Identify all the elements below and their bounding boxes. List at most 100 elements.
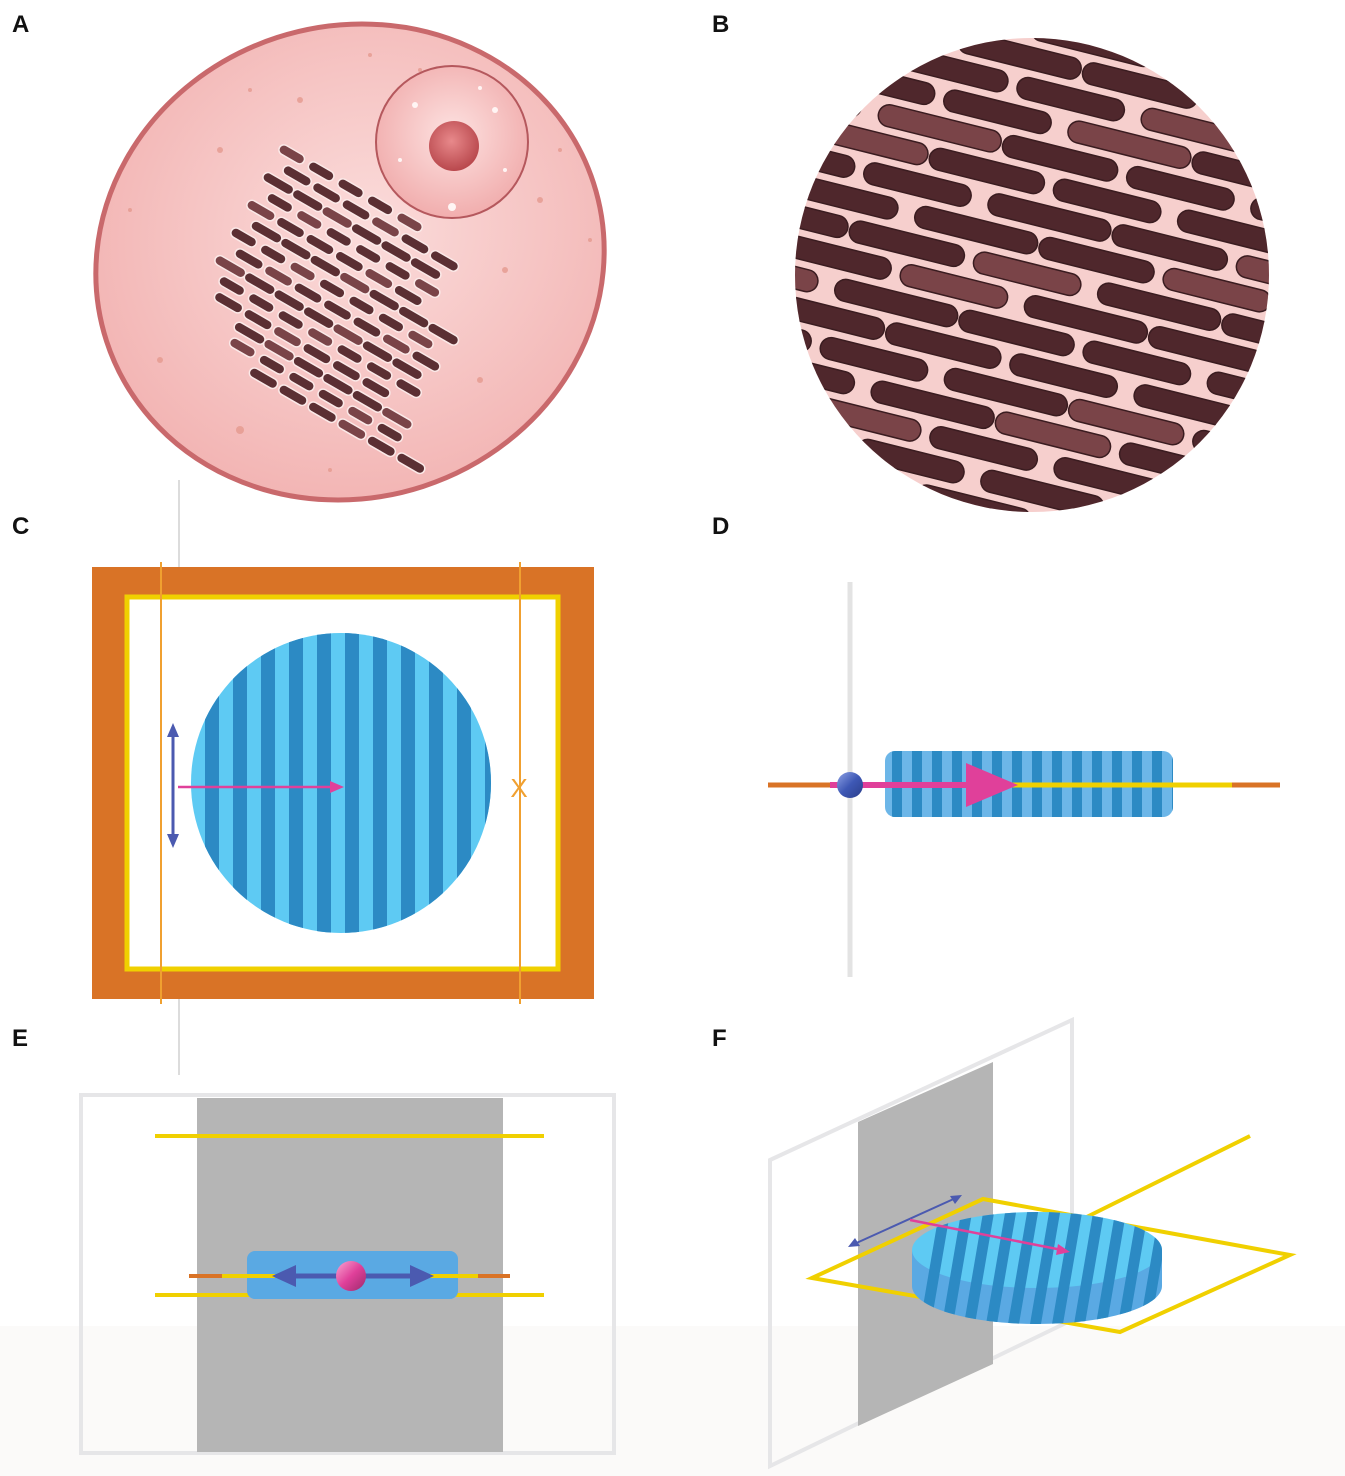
- c-arrowhead-up: [167, 723, 179, 737]
- panel-label-b: B: [712, 11, 730, 38]
- stripe: [1118, 1212, 1149, 1324]
- organelle: [964, 526, 1076, 574]
- organelle: [277, 309, 305, 331]
- e-arrowhead-left: [272, 1265, 296, 1287]
- organelle: [278, 144, 306, 165]
- organelle: [1227, 530, 1339, 578]
- organelle: [795, 465, 842, 512]
- organelle: [591, 433, 703, 481]
- organelle: [1009, 353, 1119, 399]
- organelle: [833, 278, 959, 328]
- organelle: [334, 250, 365, 273]
- organelle: [518, 0, 638, 1]
- organelle: [384, 260, 412, 282]
- stripe: [261, 633, 275, 933]
- stripe: [1140, 1212, 1162, 1324]
- panel-a-cell-diagram: [93, 21, 607, 503]
- stripe: [1096, 1212, 1127, 1324]
- organelle: [795, 174, 899, 220]
- d-magenta-arrowhead: [966, 763, 1018, 807]
- organelle: [390, 356, 424, 381]
- organelle: [352, 316, 382, 339]
- organelle: [307, 161, 335, 182]
- organelle: [218, 275, 246, 297]
- organelle: [317, 388, 345, 409]
- organelle: [302, 342, 332, 365]
- organelle: [649, 201, 777, 253]
- organelle: [795, 189, 849, 239]
- organelle: [366, 435, 397, 458]
- organelle: [230, 227, 258, 248]
- organelle: [376, 422, 404, 443]
- f-magenta-arrowhead: [1056, 1244, 1070, 1255]
- nucleus: [375, 65, 529, 219]
- organelle: [1221, 313, 1269, 361]
- organelle: [311, 181, 342, 204]
- f-magenta-arrow: [909, 1218, 1063, 1252]
- organelle: [795, 233, 892, 280]
- organelle: [877, 103, 1002, 153]
- organelle: [1220, 38, 1269, 84]
- organelle: [958, 309, 1075, 357]
- organelle: [795, 364, 806, 413]
- organelle: [409, 256, 442, 281]
- organelle: [1052, 178, 1162, 224]
- stripe: [233, 633, 247, 933]
- disc-top: [912, 1212, 1162, 1288]
- organelle: [863, 162, 972, 208]
- organelle: [795, 247, 819, 293]
- organelle: [366, 195, 394, 216]
- organelle: [395, 452, 426, 475]
- organelle: [1212, 588, 1332, 638]
- stripe: [317, 633, 331, 933]
- organelle: [795, 73, 863, 118]
- stripe: [1030, 1212, 1061, 1324]
- panel-label-a: A: [12, 11, 30, 38]
- organelle: [1096, 38, 1206, 49]
- organelle: [331, 359, 362, 382]
- panel-b-magnified-array: [518, 0, 1345, 667]
- organelle: [347, 295, 376, 316]
- c-magenta-arrowhead: [330, 781, 344, 793]
- organelle: [1082, 340, 1192, 386]
- organelle: [972, 251, 1082, 297]
- organelle: [1257, 415, 1269, 462]
- organelle: [970, 0, 1090, 21]
- organelle: [234, 248, 264, 271]
- organelle: [363, 267, 394, 290]
- organelle: [410, 350, 441, 373]
- organelle: [413, 277, 441, 299]
- stripe: [429, 633, 443, 933]
- organelle: [905, 0, 1017, 34]
- organelle: [884, 322, 1002, 369]
- paracrystalline-array: [213, 144, 460, 475]
- stripe: [1052, 1212, 1083, 1324]
- organelle: [1125, 165, 1235, 211]
- f-blue-arrowhead-a: [950, 1195, 962, 1204]
- organelle: [1001, 134, 1119, 182]
- cytoplasm-granules: [128, 53, 592, 472]
- panel-c-top-view: X: [92, 562, 594, 1004]
- organelle: [1264, 138, 1269, 186]
- nucleolus: [429, 121, 479, 171]
- organelle: [243, 308, 273, 331]
- organelle: [381, 333, 412, 356]
- organelle: [1300, 517, 1345, 565]
- organelle: [870, 380, 995, 430]
- organelle: [1016, 76, 1126, 122]
- stripe: [401, 633, 415, 933]
- organelle: [1337, 619, 1345, 667]
- organelle: [929, 426, 1039, 471]
- organelle: [293, 282, 323, 305]
- organelle: [1176, 209, 1269, 259]
- organelle: [1162, 267, 1269, 313]
- organelle: [913, 205, 1039, 255]
- organelle: [307, 401, 338, 424]
- stripe: [345, 633, 359, 933]
- e-magenta-particle: [336, 1261, 366, 1291]
- organelle: [795, 407, 849, 455]
- organelle: [899, 264, 1009, 309]
- organelle: [1111, 224, 1229, 271]
- panel-e-front-view: [79, 1093, 616, 1455]
